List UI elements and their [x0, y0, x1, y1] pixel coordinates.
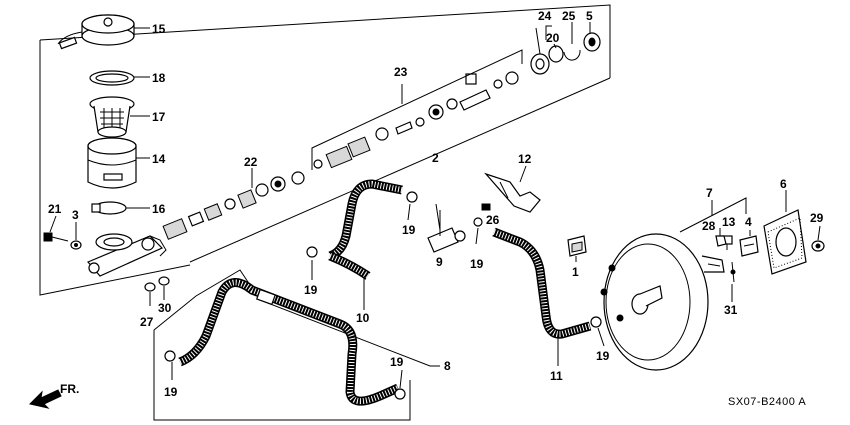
bracket-7	[679, 197, 747, 233]
callout-19-e: 19	[390, 355, 404, 369]
callout-15: 15	[152, 22, 166, 36]
piston-kit-23	[313, 71, 519, 169]
seal-24	[530, 53, 550, 75]
clip-25	[563, 49, 581, 61]
gasket-6	[763, 209, 807, 275]
washer-3	[70, 240, 82, 250]
clamp-16	[91, 201, 127, 215]
callout-31: 31	[724, 303, 738, 317]
check-valve-9	[427, 227, 466, 253]
nut-28	[715, 235, 727, 247]
boot-5	[583, 32, 601, 52]
brake-booster-7	[600, 233, 725, 371]
callout-19-d: 19	[164, 385, 178, 399]
master-cylinder-body	[87, 233, 167, 277]
direction-label: FR.	[60, 382, 79, 396]
callout-20: 20	[546, 31, 560, 45]
callout-24: 24	[538, 9, 552, 23]
nut-29	[811, 240, 825, 252]
callout-26: 26	[486, 213, 500, 227]
callout-2: 2	[432, 151, 439, 165]
nut-27-30	[144, 276, 170, 292]
callout-19-c: 19	[304, 283, 318, 297]
callout-19-b: 19	[470, 257, 484, 271]
hose-8-frame	[153, 330, 411, 421]
callout-30: 30	[158, 301, 172, 315]
callout-27: 27	[140, 315, 154, 329]
callout-17: 17	[152, 110, 166, 124]
reservoir-14	[87, 137, 137, 189]
leader-lines	[49, 22, 821, 389]
callout-23: 23	[394, 65, 408, 79]
grommet-1	[567, 235, 587, 257]
callout-5: 5	[586, 9, 593, 23]
callout-6: 6	[780, 177, 787, 191]
callout-25: 25	[562, 9, 576, 23]
bracket-12	[484, 172, 541, 213]
callout-4: 4	[745, 215, 752, 229]
callout-28: 28	[702, 219, 716, 233]
ring-20	[548, 45, 564, 63]
callout-18: 18	[152, 71, 166, 85]
callout-9: 9	[436, 255, 443, 269]
strainer-ring-18	[89, 70, 135, 86]
bolt-21	[43, 232, 69, 242]
callout-14: 14	[152, 152, 166, 166]
strainer-17	[89, 96, 135, 138]
callout-7: 7	[706, 186, 713, 200]
callout-19-f: 19	[596, 349, 610, 363]
bolt-26	[473, 203, 491, 227]
callout-13: 13	[722, 215, 736, 229]
callout-11: 11	[550, 369, 563, 383]
hose-10	[328, 179, 403, 280]
callout-8: 8	[444, 359, 451, 373]
callout-22: 22	[244, 155, 258, 169]
piston-kit-22	[162, 171, 305, 240]
callout-21: 21	[48, 202, 62, 216]
front-direction-arrow-icon	[29, 389, 62, 409]
hose-11	[492, 227, 602, 339]
diagram-code: SX07-B2400 A	[728, 396, 806, 408]
callout-3: 3	[72, 208, 79, 222]
callout-16: 16	[152, 202, 166, 216]
master-cylinder-frame	[39, 40, 191, 296]
clip-19-hose10	[306, 191, 418, 258]
callout-19-a: 19	[402, 223, 416, 237]
callout-1: 1	[572, 265, 579, 279]
clevis-4	[739, 235, 759, 257]
bracket-23	[311, 49, 523, 170]
hose-8	[164, 278, 406, 406]
callout-29: 29	[810, 211, 824, 225]
pin-31	[730, 261, 736, 283]
callout-10: 10	[356, 311, 370, 325]
reservoir-cap-15	[57, 14, 135, 50]
callout-12: 12	[518, 152, 532, 166]
